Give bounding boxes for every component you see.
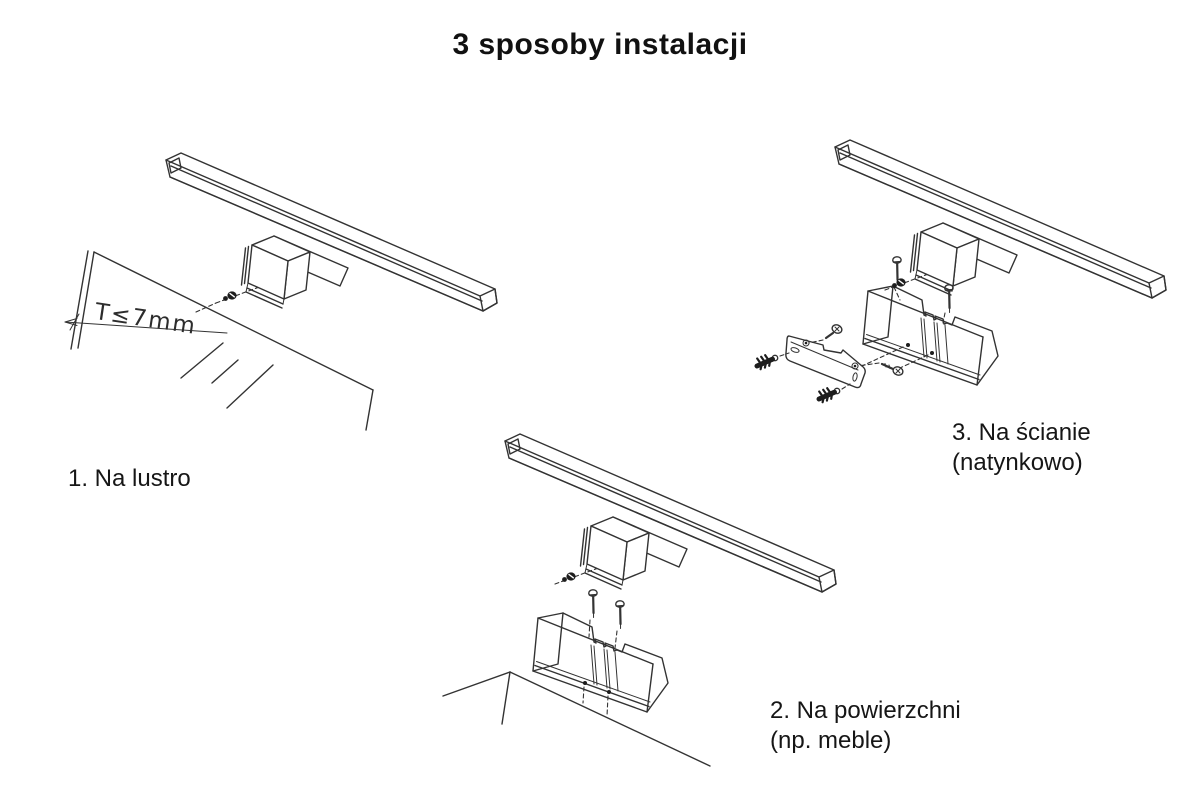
furniture-corner — [442, 671, 711, 767]
mounting-box-wall — [862, 285, 999, 386]
diagram-mirror-installation — [64, 152, 498, 431]
lamp-on-surface — [504, 433, 837, 593]
page-title: 3 sposoby instalacji — [452, 28, 748, 61]
drill-position-marks — [582, 681, 611, 717]
mirror-hatch-line — [180, 342, 224, 379]
mirror-hatch-line — [226, 364, 274, 409]
plate-screw-upper — [808, 324, 843, 344]
mirror-sketch — [70, 250, 374, 431]
diagram-surface-installation — [442, 433, 837, 767]
lamp-on-mirror — [165, 152, 498, 312]
mirror-axis-dash — [195, 302, 217, 313]
label-surface-line1: 2. Na powierzchni — [770, 697, 961, 724]
surface-screws — [587, 588, 627, 649]
label-surface-line2: (np. meble) — [770, 727, 892, 754]
label-mirror-text: 1. Na lustro — [68, 465, 191, 492]
alignment-marks — [861, 343, 934, 369]
label-mirror-installation: 1. Na lustro — [68, 464, 191, 494]
plate-screw-right — [857, 362, 904, 376]
plate-slot — [852, 372, 858, 382]
plate-slot — [790, 347, 800, 353]
mounting-box-surface — [532, 612, 669, 713]
lamp-on-wall — [834, 139, 1167, 299]
wall-anchors — [757, 352, 851, 402]
label-wall-line1: 3. Na ścianie — [952, 419, 1091, 446]
thickness-dimension — [64, 313, 228, 334]
mirror-hatch-line — [211, 359, 239, 384]
wall-screws — [891, 255, 956, 324]
label-surface-installation: 2. Na powierzchni (np. meble) — [770, 696, 961, 756]
diagram-wall-installation — [757, 139, 1167, 402]
wall-plate — [785, 335, 866, 389]
label-wall-line2: (natynkowo) — [952, 449, 1083, 476]
label-wall-installation: 3. Na ścianie (natynkowo) — [952, 418, 1091, 478]
